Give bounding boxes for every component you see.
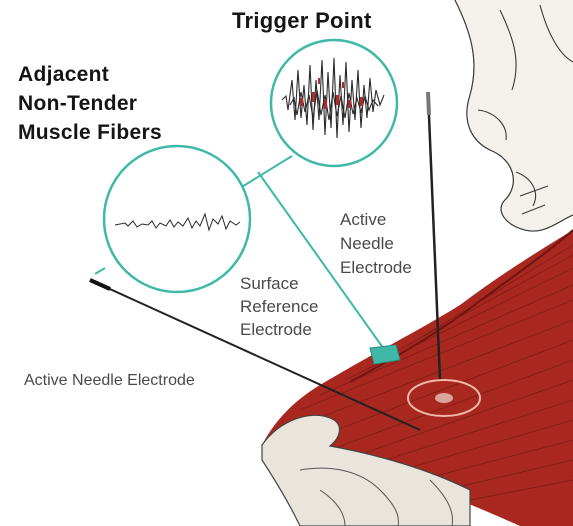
surface-reference-label: Surface Reference Electrode [240,272,318,341]
active-needle-label: Active Needle Electrode [340,208,412,280]
adjacent-fibers-magnifier [104,146,250,292]
trigger-point-label: Trigger Point [232,8,372,34]
active-needle-line-1: Active [340,208,412,232]
active-needle-electrode-label: Active Needle Electrode [24,372,195,390]
active-needle-line-2: Needle [340,232,412,256]
adjacent-fibers-label: Adjacent Non-Tender Muscle Fibers [18,60,162,147]
active-needle-line-3: Electrode [340,256,412,280]
adjacent-line-3: Muscle Fibers [18,118,162,147]
adjacent-line-2: Non-Tender [18,89,162,118]
surface-line-3: Electrode [240,318,318,341]
surface-line-2: Reference [240,295,318,318]
surface-line-1: Surface [240,272,318,295]
trigger-point-magnifier [271,40,397,166]
adjacent-line-1: Adjacent [18,60,162,89]
surface-electrode-icon [370,345,400,364]
